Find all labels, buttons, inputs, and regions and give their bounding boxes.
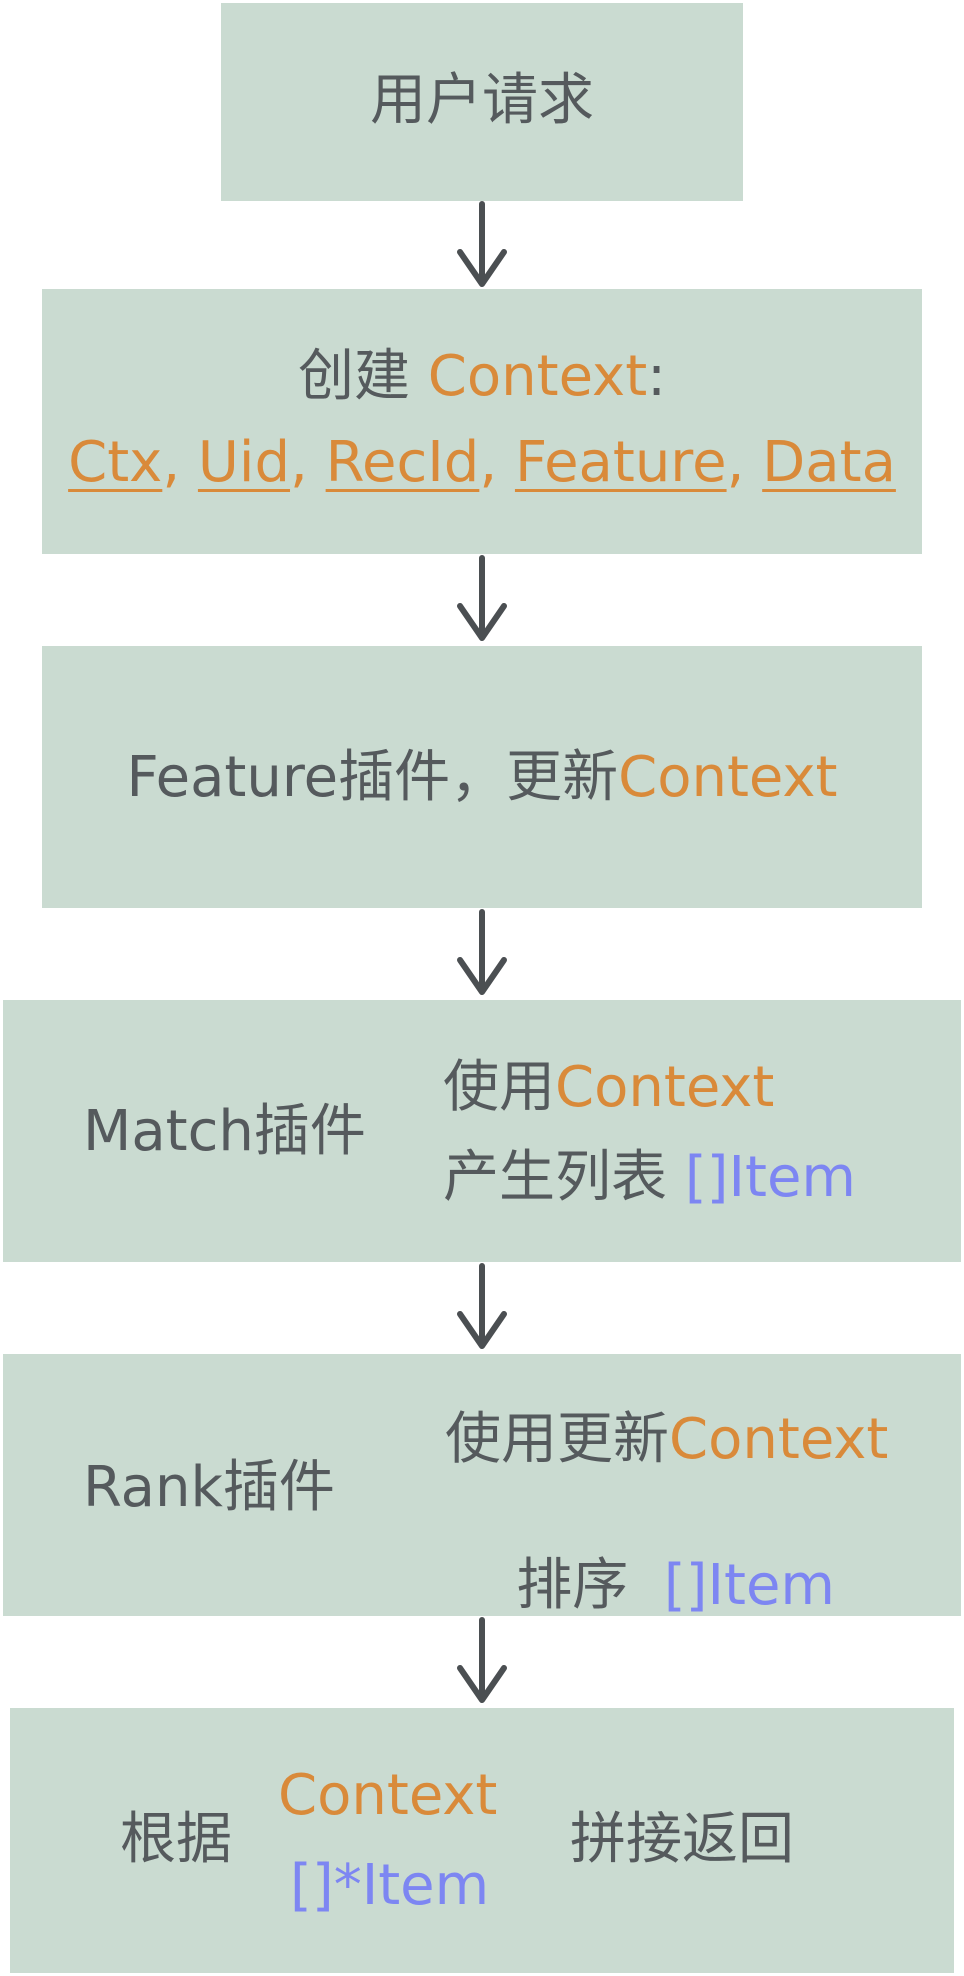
rank-plugin-line2: 排序 []Item <box>445 1502 835 1670</box>
node-assemble-return: 根据 Context []*Item 拼接返回 <box>10 1708 954 1973</box>
arrow-down-icon <box>457 909 507 995</box>
feature-plugin-text: Feature插件，更新Context <box>42 750 922 806</box>
node-rank-plugin: Rank插件 使用更新Context 排序 []Item <box>3 1354 961 1616</box>
match-plugin-label: Match插件 <box>83 1099 366 1164</box>
context-field-uid: Uid <box>197 430 291 495</box>
rank-plugin-line1: 使用更新Context <box>445 1412 888 1468</box>
node-feature-plugin: Feature插件，更新Context <box>42 646 922 908</box>
context-field-ctx: Ctx <box>68 430 163 495</box>
feature-plugin-label: Feature插件，更新 <box>126 745 619 810</box>
rank-line1-context: Context <box>669 1407 889 1472</box>
arrow-down-icon <box>457 1263 507 1349</box>
assemble-right-label: 拼接返回 <box>570 1807 794 1872</box>
match-plugin-line2: 产生列表 []Item <box>443 1150 856 1206</box>
arrow-down-icon <box>457 1617 507 1703</box>
assemble-left-label: 根据 <box>120 1807 232 1872</box>
assemble-context: Context <box>278 1763 498 1828</box>
context-field-separator: , <box>290 430 326 495</box>
create-context-colon: : <box>647 344 667 409</box>
node-user-request-label: 用户请求 <box>370 68 594 133</box>
match-line2-prefix: 产生列表 <box>443 1145 685 1210</box>
context-field-recid: RecId <box>325 430 480 495</box>
match-plugin-line1: 使用Context <box>443 1060 774 1116</box>
node-user-request: 用户请求 <box>221 3 743 201</box>
arrow-down-icon <box>457 555 507 641</box>
rank-line2-prefix: 排序 <box>516 1553 664 1618</box>
match-line1-prefix: 使用 <box>443 1055 555 1120</box>
context-field-feature: Feature <box>514 430 727 495</box>
create-context-prefix: 创建 <box>297 344 428 409</box>
match-line2-item: []Item <box>684 1145 856 1210</box>
create-context-context: Context <box>427 344 648 409</box>
arrow-down-icon <box>457 201 507 287</box>
node-create-context: 创建 Context: Ctx, Uid, RecId, Feature, Da… <box>42 289 922 554</box>
rank-line2-item: []Item <box>663 1553 835 1618</box>
context-field-separator: , <box>162 430 198 495</box>
feature-plugin-context: Context <box>618 745 838 810</box>
context-field-separator: , <box>726 430 763 495</box>
rank-plugin-label: Rank插件 <box>83 1455 335 1520</box>
context-field-separator: , <box>479 430 515 495</box>
context-fields: Ctx, Uid, RecId, Feature, Data <box>42 435 922 491</box>
create-context-title: 创建 Context: <box>42 349 922 405</box>
context-field-data: Data <box>762 430 896 495</box>
assemble-item: []*Item <box>290 1853 490 1918</box>
rank-line1-prefix: 使用更新 <box>445 1407 669 1472</box>
node-match-plugin: Match插件 使用Context 产生列表 []Item <box>3 1000 961 1262</box>
match-line1-context: Context <box>555 1055 775 1120</box>
